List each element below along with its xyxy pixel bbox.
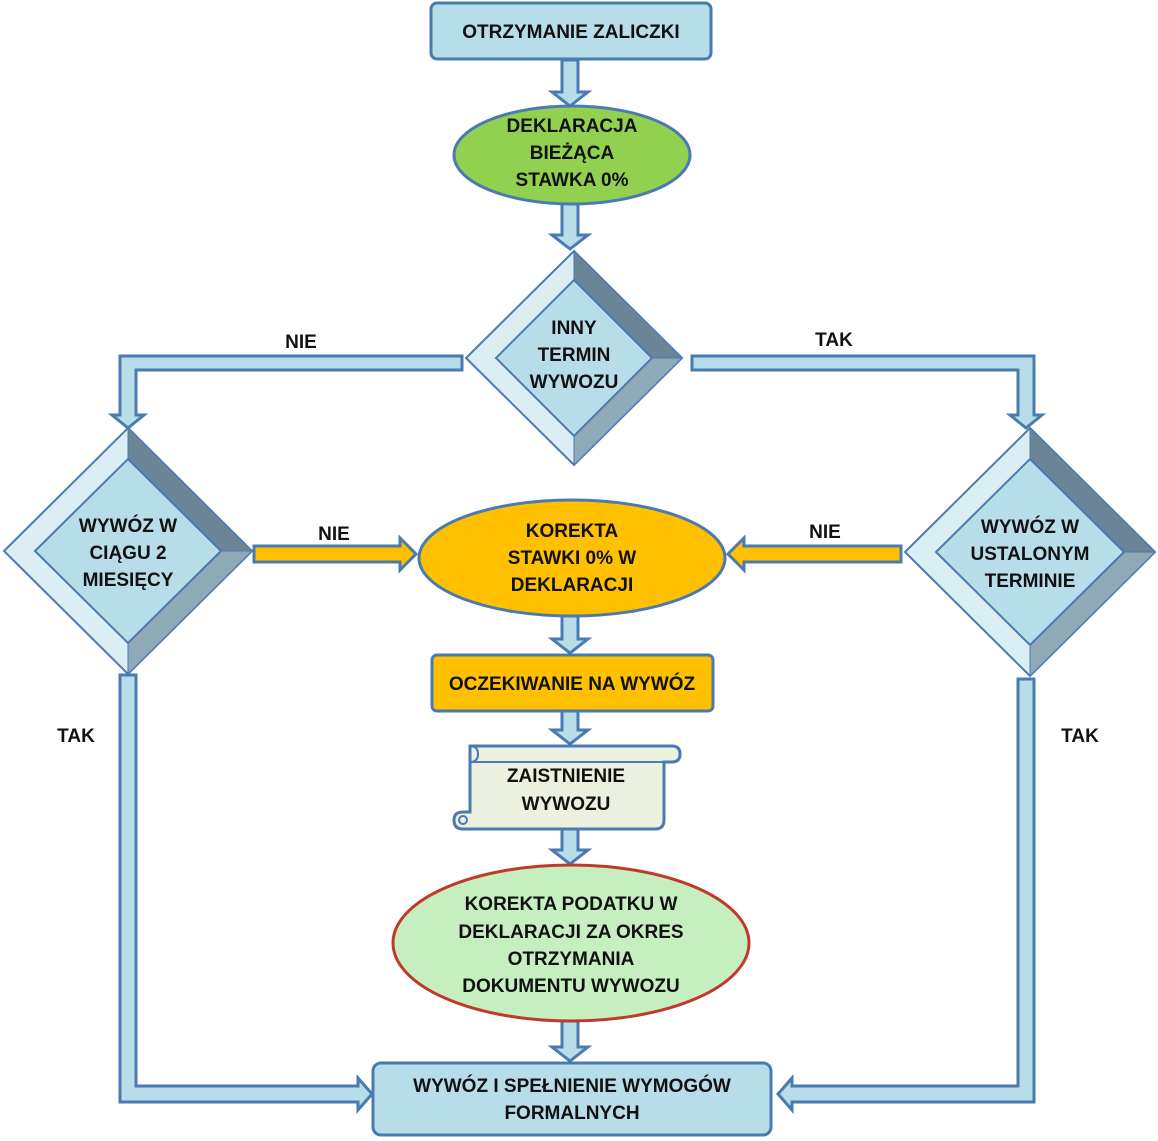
connector-oczekiwanie-to-zaistnienie	[547, 709, 593, 746]
connector-deklaracja-to-inny-termin	[547, 201, 593, 251]
connector-wywoz-ustalony-tak-to-final	[776, 677, 1036, 1114]
node-otrzymanie-label: OTRZYMANIE ZALICZKI	[462, 22, 679, 43]
node-zaistnienie-line-2: WYWOZU	[522, 794, 611, 815]
node-wywoz-ustalony-line-2: USTALONYM	[971, 544, 1090, 565]
edge-label-nie-mid-left: NIE	[318, 524, 350, 545]
node-oczekiwanie-label: OCZEKIWANIE NA WYWÓZ	[449, 673, 696, 695]
node-wywoz-i-spelnienie: WYWÓZ I SPEŁNIENIE WYMOGÓW FORMALNYCH	[371, 1061, 773, 1137]
node-deklaracja-line-3: STAWKA 0%	[516, 170, 629, 191]
node-wywoz-w-ustalonym-terminie: WYWÓZ W USTALONYM TERMINIE	[903, 426, 1157, 678]
node-korekta-podatku-line-3: OTRZYMANIA	[508, 949, 635, 970]
node-korekta-podatku: KOREKTA PODATKU W DEKLARACJI ZA OKRES OT…	[391, 863, 751, 1023]
node-inny-termin-wywozu: INNY TERMIN WYWOZU	[464, 249, 684, 467]
node-korekta-podatku-line-1: KOREKTA PODATKU W	[465, 894, 678, 915]
node-inny-line-2: TERMIN	[538, 345, 611, 366]
node-deklaracja-line-1: DEKLARACJA	[507, 116, 638, 137]
edge-label-nie-left: NIE	[285, 332, 317, 353]
node-oczekiwanie-na-wywoz: OCZEKIWANIE NA WYWÓZ	[430, 653, 715, 713]
node-otrzymanie-zaliczki: OTRZYMANIE ZALICZKI	[429, 1, 713, 61]
connector-tak-to-wywoz-ustalony	[690, 354, 1047, 430]
edge-label-tak-right: TAK	[815, 330, 853, 351]
node-wywoz-2m-line-3: MIESIĘCY	[83, 570, 174, 591]
node-korekta-line-3: DEKLARACJI	[511, 575, 633, 596]
connector-korekta-podatku-to-final	[547, 1019, 593, 1063]
node-deklaracja-biezaca: DEKLARACJA BIEŻĄCA STAWKA 0%	[452, 104, 692, 206]
node-zaistnienie-line-1: ZAISTNIENIE	[507, 766, 625, 787]
node-final-line-1: WYWÓZ I SPEŁNIENIE WYMOGÓW	[413, 1075, 731, 1097]
node-wywoz-ustalony-line-1: WYWÓZ W	[981, 516, 1079, 538]
node-final-line-2: FORMALNYCH	[504, 1103, 639, 1124]
node-korekta-podatku-line-4: DOKUMENTU WYWOZU	[462, 976, 679, 997]
connector-wywoz-ustalony-nie-to-korekta	[725, 534, 903, 574]
node-inny-line-3: WYWOZU	[530, 372, 619, 393]
connector-korekta-to-oczekiwanie	[547, 614, 593, 655]
node-wywoz-2m-line-1: WYWÓZ W	[79, 515, 177, 537]
connector-otrzymanie-to-deklaracja	[547, 58, 593, 108]
edge-label-tak-right-bottom: TAK	[1061, 726, 1099, 747]
edge-label-tak-left-bottom: TAK	[57, 726, 95, 747]
node-inny-line-1: INNY	[551, 318, 597, 339]
node-wywoz-ustalony-line-3: TERMINIE	[985, 571, 1076, 592]
node-wywoz-w-ciagu-2-miesiecy: WYWÓZ W CIĄGU 2 MIESIĘCY	[2, 426, 254, 676]
node-deklaracja-line-2: BIEŻĄCA	[530, 143, 615, 164]
connector-zaistnienie-to-korekta-podatku	[547, 827, 593, 866]
node-korekta-line-2: STAWKI 0% W	[508, 548, 636, 569]
edge-label-nie-mid-right: NIE	[809, 522, 841, 543]
node-wywoz-2m-line-2: CIĄGU 2	[89, 543, 166, 564]
node-korekta-line-1: KOREKTA	[526, 521, 619, 542]
node-korekta-podatku-line-2: DEKLARACJI ZA OKRES	[458, 922, 683, 943]
connector-nie-to-wywoz-2m	[107, 354, 464, 430]
node-zaistnienie-wywozu: ZAISTNIENIE WYWOZU	[452, 744, 682, 831]
connector-wywoz-2m-nie-to-korekta	[252, 534, 419, 574]
connector-wywoz-2m-tak-to-final	[118, 673, 374, 1114]
node-korekta-stawki: KOREKTA STAWKI 0% W DEKLARACJI	[417, 498, 727, 618]
